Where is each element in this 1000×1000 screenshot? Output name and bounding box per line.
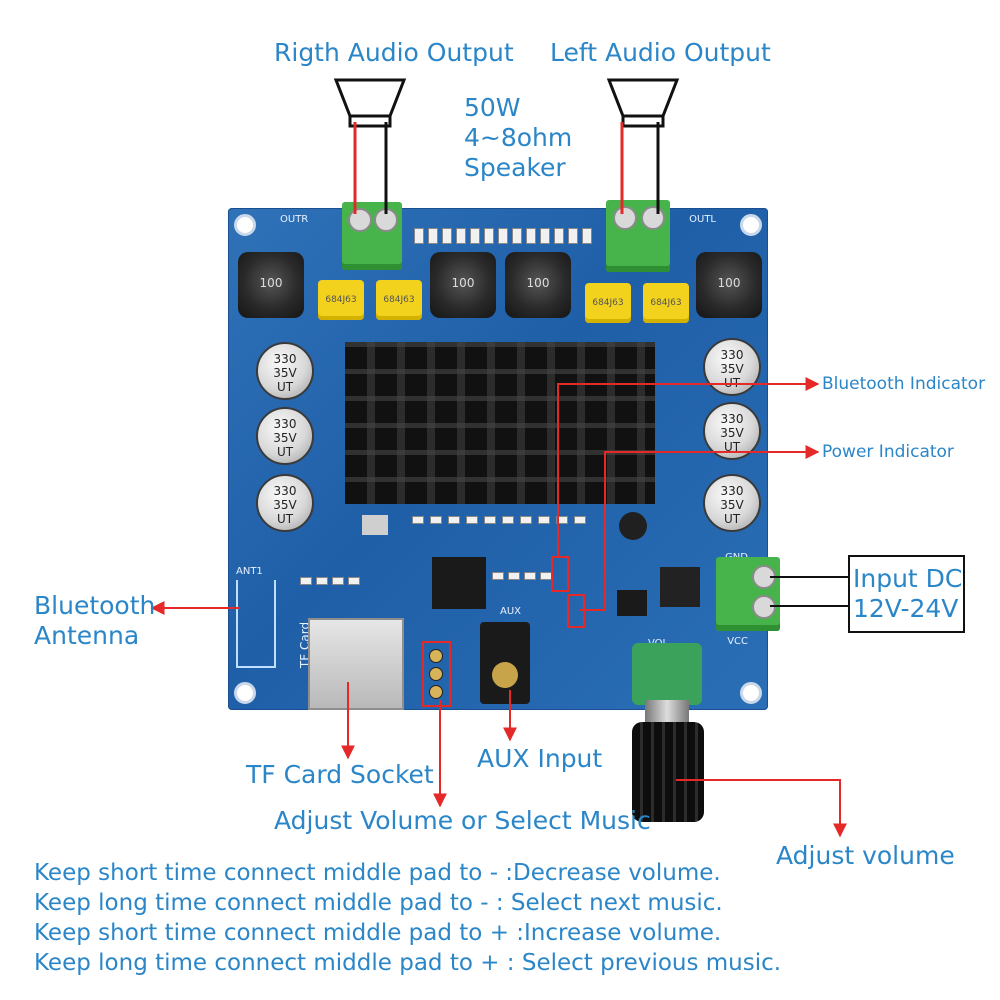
mount-hole — [234, 682, 256, 704]
smd-resistor — [300, 577, 312, 585]
small-capacitor — [619, 512, 647, 540]
inductor: 100 — [238, 252, 304, 318]
smd-resistor — [484, 228, 494, 244]
bluetooth-indicator-led — [551, 556, 569, 592]
heatsink — [345, 342, 655, 504]
smd-resistor — [492, 572, 504, 580]
mount-hole — [234, 214, 256, 236]
volume-knob[interactable] — [632, 722, 704, 822]
smd-resistor — [582, 228, 592, 244]
adjust-volume-or-music-label: Adjust Volume or Select Music — [274, 806, 651, 835]
film-capacitor: 684J63 — [585, 283, 631, 323]
smd-resistor — [348, 577, 360, 585]
bluetooth-antenna — [236, 580, 276, 668]
input-dc-box — [848, 555, 965, 633]
volume-pot-base — [632, 643, 702, 705]
ant-silk: ANT1 — [236, 566, 263, 577]
film-capacitor: 684J63 — [318, 280, 364, 320]
smd-resistor — [524, 572, 536, 580]
note-line: Keep long time connect middle pad to - :… — [34, 890, 723, 916]
outl-silk: OUTL — [689, 214, 716, 225]
aux-silk: AUX — [500, 606, 522, 617]
smd-resistor — [456, 228, 466, 244]
smd-resistor — [414, 228, 424, 244]
regulator-chip — [617, 590, 647, 616]
right-audio-output-label: Rigth Audio Output — [274, 38, 514, 67]
aux-input-label: AUX Input — [477, 744, 603, 773]
film-capacitor: 684J63 — [643, 283, 689, 323]
input-dc-label: Input DC — [853, 564, 963, 593]
input-voltage-label: 12V-24V — [853, 594, 959, 623]
mount-hole — [740, 682, 762, 704]
bluetooth-antenna-label: Bluetooth — [34, 591, 156, 620]
crystal — [362, 515, 388, 535]
smd-resistor — [332, 577, 344, 585]
smd-resistor — [556, 516, 568, 524]
tf-card-socket[interactable] — [308, 618, 404, 710]
smd-resistor — [512, 228, 522, 244]
smd-resistor — [502, 516, 514, 524]
smd-resistor — [520, 516, 532, 524]
inductor: 100 — [696, 252, 762, 318]
outr-silk: OUTR — [280, 214, 309, 225]
left-audio-output-label: Left Audio Output — [550, 38, 771, 67]
mount-hole — [740, 214, 762, 236]
power-indicator-label: Power Indicator — [822, 442, 954, 462]
smd-resistor — [526, 228, 536, 244]
bluetooth-indicator-label: Bluetooth Indicator — [822, 374, 986, 394]
smd-resistor — [442, 228, 452, 244]
note-line: Keep short time connect middle pad to + … — [34, 920, 722, 946]
smd-resistor — [412, 516, 424, 524]
film-capacitor: 684J63 — [376, 280, 422, 320]
smd-resistor — [568, 228, 578, 244]
power-input-terminal[interactable] — [716, 557, 780, 631]
note-line: Keep long time connect middle pad to + :… — [34, 950, 782, 976]
aux-jack[interactable] — [480, 622, 530, 704]
diode — [660, 567, 700, 607]
left-speaker-icon — [606, 78, 680, 128]
smd-resistor — [430, 516, 442, 524]
smd-resistor — [574, 516, 586, 524]
speaker-spec-line-2: 4~8ohm — [464, 123, 573, 152]
inductor: 100 — [505, 252, 571, 318]
smd-resistor — [540, 228, 550, 244]
smd-resistor — [428, 228, 438, 244]
right-speaker-icon — [333, 78, 407, 128]
bluetooth-chip — [432, 557, 486, 609]
note-line: Keep short time connect middle pad to - … — [34, 860, 721, 886]
smd-resistor — [498, 228, 508, 244]
vol-pads-highlight — [422, 641, 451, 707]
smd-resistor — [316, 577, 328, 585]
smd-resistor — [554, 228, 564, 244]
smd-resistor — [508, 572, 520, 580]
inductor: 100 — [430, 252, 496, 318]
bluetooth-antenna-label-2: Antenna — [34, 621, 140, 650]
adjust-volume-label: Adjust volume — [776, 841, 955, 870]
tf-card-socket-label: TF Card Socket — [246, 760, 434, 789]
smd-resistor — [484, 516, 496, 524]
smd-resistor — [466, 516, 478, 524]
speaker-spec-line-3: Speaker — [464, 153, 566, 182]
smd-resistor — [470, 228, 480, 244]
vcc-silk: VCC — [727, 636, 748, 647]
smd-resistor — [448, 516, 460, 524]
speaker-spec-line-1: 50W — [464, 93, 521, 122]
smd-resistor — [538, 516, 550, 524]
